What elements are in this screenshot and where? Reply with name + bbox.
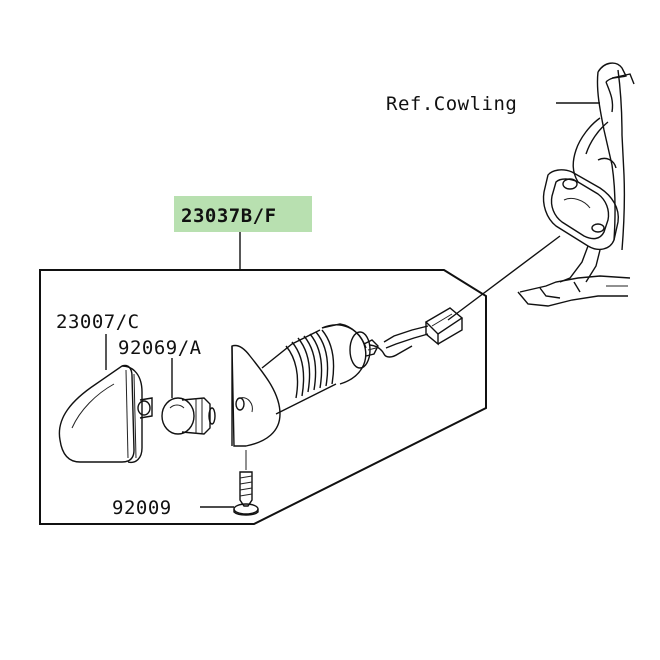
label-assembly[interactable]: 23037B/F	[181, 205, 277, 227]
turn-signal-housing	[231, 323, 379, 447]
leaders	[105, 232, 241, 508]
assembly-outline	[39, 269, 487, 525]
cowling-bracket	[517, 62, 635, 307]
signal-wire	[369, 235, 561, 358]
label-screw[interactable]: 92009	[112, 497, 172, 519]
label-lens[interactable]: 23007/C	[56, 311, 140, 333]
label-bulb[interactable]: 92069/A	[118, 337, 202, 359]
turn-signal-lens	[58, 364, 153, 464]
wire-connector	[424, 307, 464, 346]
label-ref-cowling[interactable]: Ref.Cowling	[386, 93, 517, 115]
turn-signal-bulb	[161, 397, 216, 435]
assembly-label-highlight	[174, 196, 312, 232]
screw	[233, 450, 259, 516]
